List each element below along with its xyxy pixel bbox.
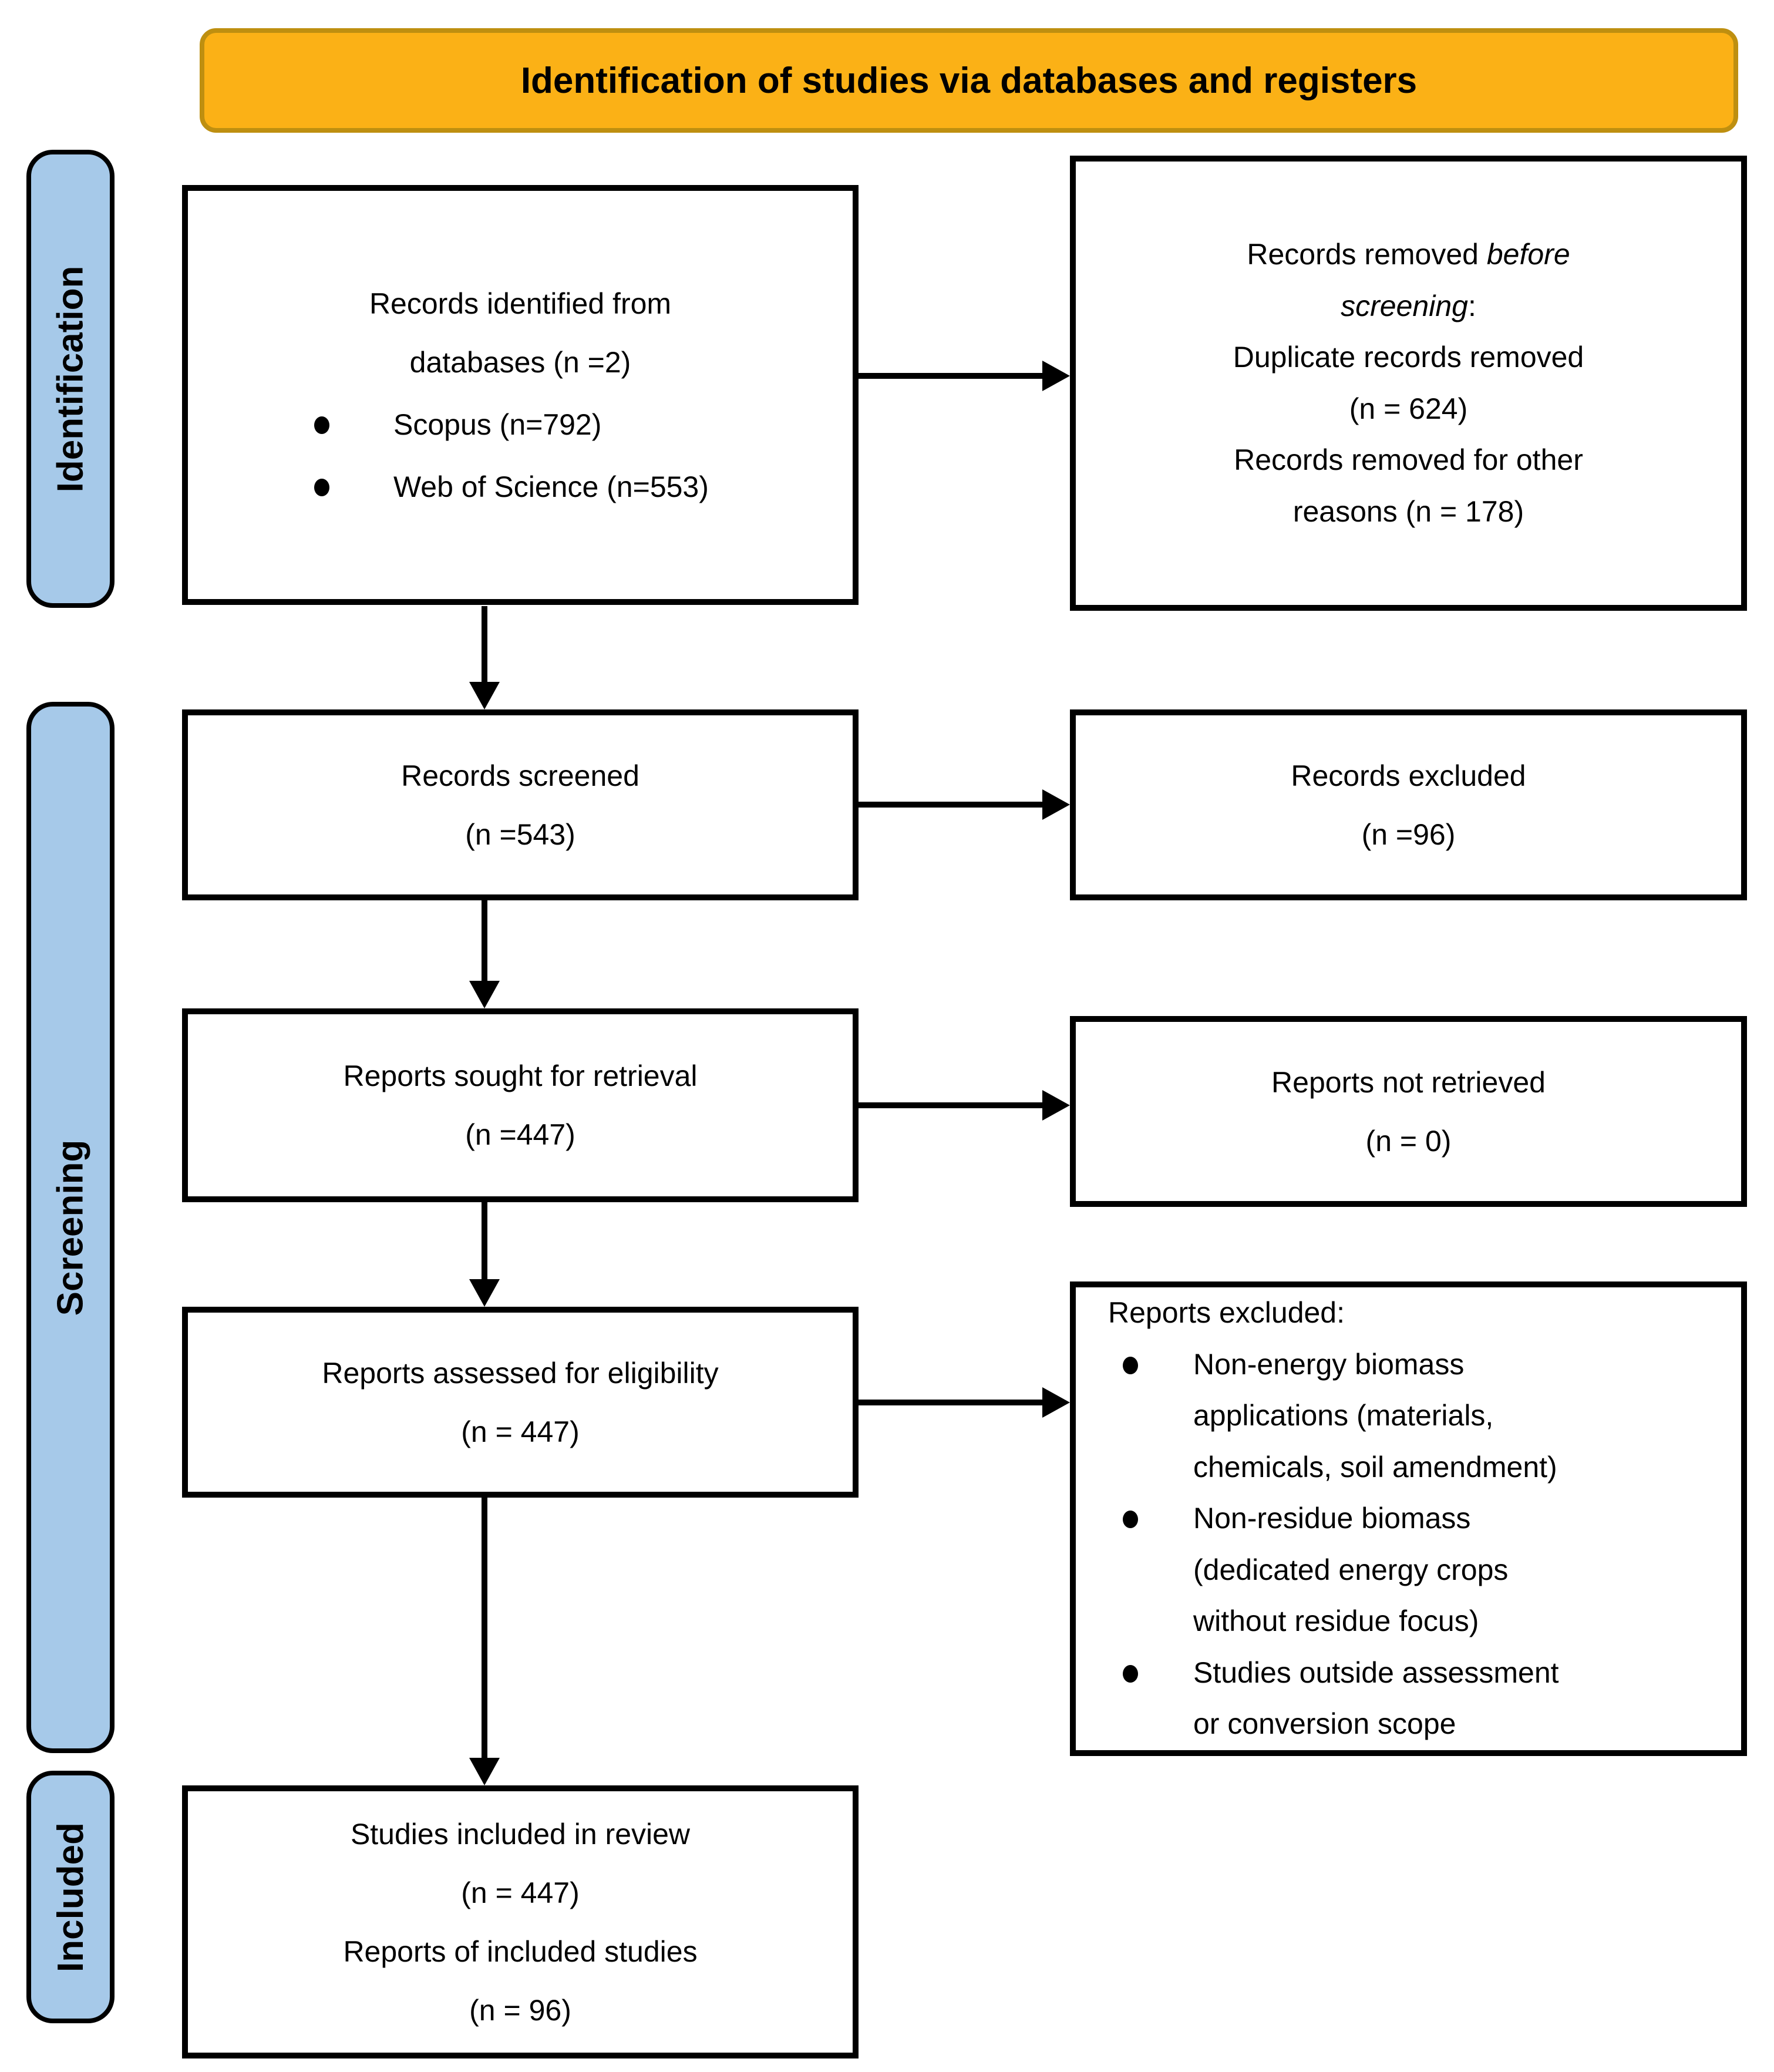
arrow-down-assessed-to-included xyxy=(469,1498,500,1785)
arrow-head xyxy=(1042,1387,1070,1418)
stage-label-identification: Identification xyxy=(26,150,115,608)
banner: Identification of studies via databases … xyxy=(200,28,1738,133)
box-records-screened: Records screened (n =543) xyxy=(182,709,859,900)
box-records-excluded: Records excluded (n =96) xyxy=(1070,709,1747,900)
stage-label-text: Identification xyxy=(50,265,91,492)
arrow-head xyxy=(1042,1090,1070,1121)
list-item: Scopus (n=792) xyxy=(188,395,853,454)
database-list: Scopus (n=792) Web of Science (n=553) xyxy=(188,392,853,516)
box-text: Studies included in review (n = 447) Rep… xyxy=(343,1817,698,2027)
box-text: Reports sought for retrieval (n =447) xyxy=(343,1059,698,1151)
arrow-shaft xyxy=(482,1498,487,1759)
list-item: Non-residue biomass (dedicated energy cr… xyxy=(1076,1493,1741,1647)
arrow-shaft xyxy=(859,1400,1044,1405)
text-normal: Records removed xyxy=(1247,238,1487,271)
arrow-head xyxy=(469,1279,500,1307)
box-records-removed: Records removed before screening: Duplic… xyxy=(1070,156,1747,611)
arrow-down-identified-to-screened xyxy=(469,606,500,709)
stage-label-text: Screening xyxy=(50,1139,91,1316)
arrow-head xyxy=(1042,361,1070,391)
arrow-down-sought-to-assessed xyxy=(469,1202,500,1307)
box-studies-included: Studies included in review (n = 447) Rep… xyxy=(182,1785,859,2058)
arrow-head xyxy=(469,1758,500,1785)
box-text: Records identified from databases (n =2) xyxy=(369,287,672,379)
text-italic: before xyxy=(1486,238,1570,271)
arrow-head xyxy=(469,682,500,709)
list-item: Web of Science (n=553) xyxy=(188,458,853,516)
box-reports-sought: Reports sought for retrieval (n =447) xyxy=(182,1008,859,1202)
box-text-line: screening: xyxy=(1076,281,1741,332)
arrow-right-screened-to-excluded xyxy=(859,789,1070,820)
stage-label-included: Included xyxy=(26,1771,115,2023)
box-reports-assessed: Reports assessed for eligibility (n = 44… xyxy=(182,1307,859,1498)
text-italic: screening xyxy=(1341,289,1468,322)
box-text: Records screened (n =543) xyxy=(401,759,639,851)
arrow-head xyxy=(469,981,500,1008)
list-item: Studies outside assessment or conversion… xyxy=(1076,1647,1741,1750)
banner-title: Identification of studies via databases … xyxy=(520,60,1418,101)
box-text: Reports assessed for eligibility (n = 44… xyxy=(322,1356,719,1448)
box-records-identified: Records identified from databases (n =2)… xyxy=(182,185,859,605)
arrow-shaft xyxy=(482,900,487,982)
arrow-shaft xyxy=(482,1202,487,1280)
stage-label-text: Included xyxy=(50,1822,91,1972)
exclusion-list: Non-energy biomass applications (materia… xyxy=(1076,1339,1741,1750)
arrow-shaft xyxy=(859,1102,1044,1108)
box-text: Reports not retrieved (n = 0) xyxy=(1271,1065,1546,1158)
box-reports-not-retrieved: Reports not retrieved (n = 0) xyxy=(1070,1016,1747,1207)
box-title: Reports excluded: xyxy=(1108,1296,1345,1330)
box-text-line: Records removed before xyxy=(1076,229,1741,281)
arrow-shaft xyxy=(859,373,1044,379)
arrow-shaft xyxy=(859,802,1044,808)
list-item: Non-energy biomass applications (materia… xyxy=(1076,1339,1741,1494)
stage-label-screening: Screening xyxy=(26,702,115,1753)
arrow-right-sought-to-not-retrieved xyxy=(859,1090,1070,1121)
arrow-right-assessed-to-reports-excluded xyxy=(859,1387,1070,1418)
arrow-right-identified-to-removed xyxy=(859,361,1070,391)
box-reports-excluded: Reports excluded: Non-energy biomass app… xyxy=(1070,1281,1747,1756)
box-text: Duplicate records removed (n = 624) Reco… xyxy=(1233,341,1584,528)
text-normal: : xyxy=(1467,289,1476,322)
arrow-head xyxy=(1042,789,1070,820)
box-text: Records excluded (n =96) xyxy=(1291,759,1526,851)
arrow-shaft xyxy=(482,606,487,683)
arrow-down-screened-to-sought xyxy=(469,900,500,1008)
